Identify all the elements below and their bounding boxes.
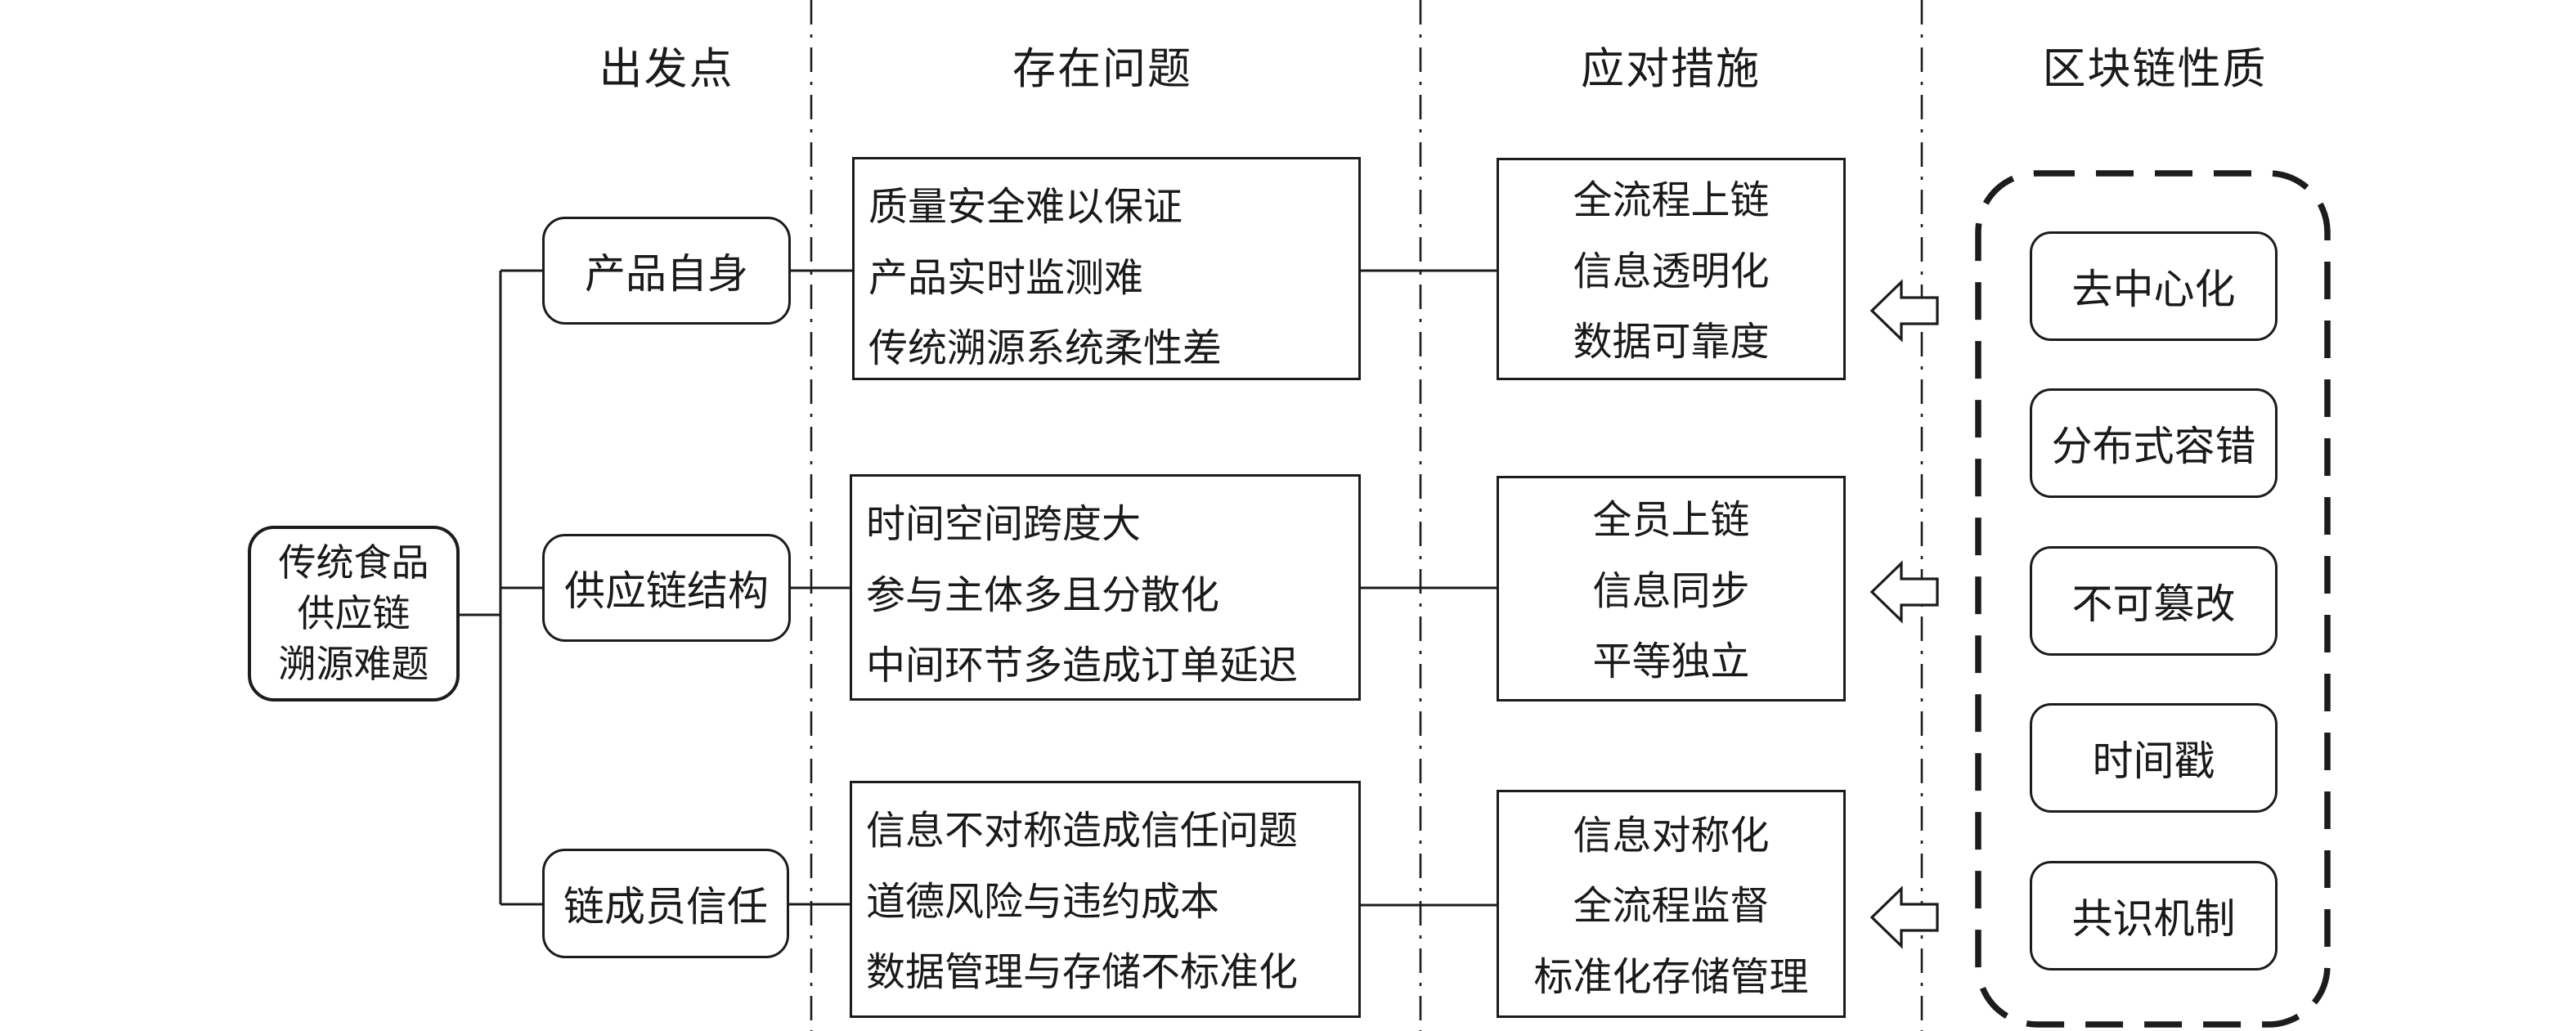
- origin-box-member-trust: 链成员信任: [542, 849, 789, 958]
- problem-box: 质量安全难以保证 产品实时监测难 传统溯源系统柔性差: [852, 157, 1361, 380]
- problem-line: 产品实时监测难: [868, 256, 1144, 300]
- problem-line: 传统溯源系统柔性差: [868, 327, 1223, 370]
- measure-line: 信息透明化: [1573, 249, 1770, 294]
- problem-box: 时间空间跨度大 参与主体多且分散化 中间环节多造成订单延迟: [850, 474, 1361, 701]
- problem-line: 信息不对称造成信任问题: [866, 809, 1299, 853]
- measure-line: 信息对称化: [1573, 814, 1770, 858]
- root-box-line: 供应链: [297, 592, 411, 634]
- column-header-problems: 存在问题: [1012, 46, 1192, 93]
- problem-line: 参与主体多且分散化: [866, 573, 1220, 617]
- hollow-left-arrow-icon: [1869, 560, 1939, 624]
- property-box-timestamp: 时间戳: [2030, 703, 2278, 813]
- hollow-left-arrow-icon: [1869, 885, 1939, 949]
- problem-line: 数据管理与存储不标准化: [866, 951, 1299, 994]
- origin-to-problem-connector-line: [789, 269, 852, 906]
- measure-line: 信息同步: [1592, 569, 1750, 613]
- origin-box-product: 产品自身: [542, 217, 791, 325]
- root-box-line: 传统食品: [278, 541, 429, 584]
- property-box-decentralization: 去中心化: [2030, 231, 2278, 341]
- root-tree-connector-line: [460, 269, 542, 906]
- property-box-immutability: 不可篡改: [2030, 546, 2278, 656]
- measure-line: 标准化存储管理: [1533, 955, 1809, 999]
- problem-to-measure-connector-line: [1361, 269, 1497, 907]
- measure-box: 全员上链 信息同步 平等独立: [1497, 476, 1846, 702]
- measure-box: 全流程上链 信息透明化 数据可靠度: [1497, 158, 1846, 380]
- blockchain-properties-container-border: [1975, 170, 2331, 1028]
- root-box: 传统食品 供应链 溯源难题: [248, 526, 460, 702]
- problem-line: 时间空间跨度大: [866, 503, 1142, 546]
- property-box-fault-tolerance: 分布式容错: [2030, 388, 2278, 498]
- problem-line: 质量安全难以保证: [868, 186, 1183, 229]
- origin-box-supply-chain: 供应链结构: [542, 534, 791, 642]
- column-header-blockchain: 区块链性质: [2042, 46, 2268, 93]
- column-header-measures: 应对措施: [1581, 46, 1761, 93]
- measure-line: 全员上链: [1592, 499, 1750, 543]
- measure-line: 平等独立: [1592, 640, 1750, 684]
- property-box-consensus: 共识机制: [2030, 861, 2278, 970]
- measure-box: 信息对称化 全流程监督 标准化存储管理: [1497, 790, 1846, 1018]
- problem-box: 信息不对称造成信任问题 道德风险与违约成本 数据管理与存储不标准化: [850, 781, 1361, 1018]
- problem-line: 道德风险与违约成本: [866, 880, 1220, 924]
- column-header-origin: 出发点: [599, 46, 734, 93]
- hollow-left-arrow-icon: [1869, 279, 1939, 343]
- measure-line: 全流程监督: [1573, 885, 1770, 929]
- problem-line: 中间环节多造成订单延迟: [866, 644, 1299, 688]
- measure-line: 全流程上链: [1573, 179, 1770, 223]
- measure-line: 数据可靠度: [1573, 321, 1770, 365]
- root-box-line: 溯源难题: [278, 643, 429, 685]
